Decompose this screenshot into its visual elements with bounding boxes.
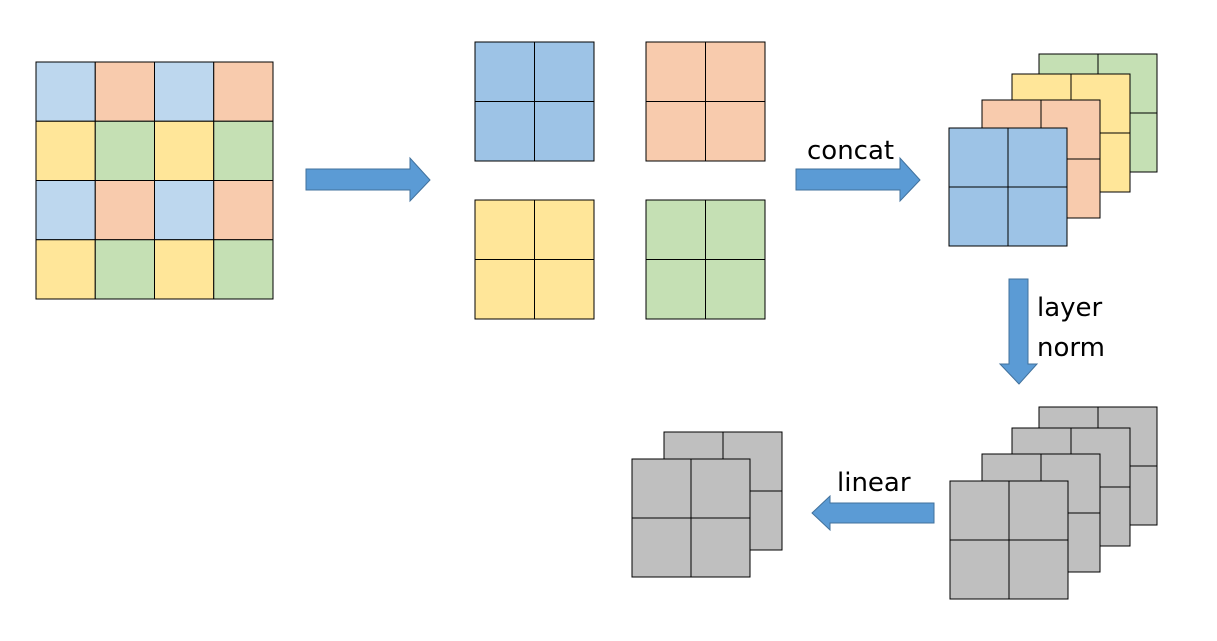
patch-orange-cell (645, 41, 706, 102)
split-patches (474, 41, 766, 320)
patch-yellow-cell (474, 259, 535, 320)
input-feature-grid (35, 61, 274, 300)
split-arrow (305, 156, 431, 203)
output-layer-cell (690, 458, 751, 519)
input-cell (94, 120, 155, 181)
output-layer (631, 458, 751, 578)
norm-layer-cell (1008, 480, 1069, 541)
input-cell (154, 61, 215, 122)
patch-green-cell (705, 259, 766, 320)
patch-green-cell (645, 199, 706, 260)
concat-label: concat (807, 136, 894, 166)
stack-layer-blue_dark-cell (1007, 127, 1068, 188)
output-stack (631, 431, 783, 578)
input-cell (154, 120, 215, 181)
input-cell (213, 61, 274, 122)
concat-arrow (795, 156, 921, 203)
patch-orange-cell (705, 101, 766, 162)
input-cell (154, 239, 215, 300)
stack-layer-blue_dark-cell (948, 186, 1009, 247)
norm-layer (949, 480, 1069, 600)
input-cell (213, 180, 274, 241)
layer-norm-label-line2: norm (1037, 333, 1105, 363)
patch-orange-cell (645, 101, 706, 162)
input-cell (94, 239, 155, 300)
input-cell (154, 180, 215, 241)
output-layer-cell (631, 517, 692, 578)
patch-green-cell (645, 259, 706, 320)
input-cell (35, 61, 96, 122)
concatenated-stack (948, 53, 1158, 247)
output-layer-cell (631, 458, 692, 519)
patch-blue_dark-cell (534, 101, 595, 162)
input-cell (94, 180, 155, 241)
stack-layer-blue_dark-cell (948, 127, 1009, 188)
stack-layer-blue_dark (948, 127, 1068, 247)
layer-norm-label-line1: layer (1037, 293, 1103, 323)
input-cell (35, 239, 96, 300)
stack-layer-blue_dark-cell (1007, 186, 1068, 247)
patch-yellow-cell (534, 259, 595, 320)
input-cell (213, 120, 274, 181)
patch-yellow-cell (474, 199, 535, 260)
patch-yellow-cell (534, 199, 595, 260)
patch-green-cell (705, 199, 766, 260)
output-layer-cell (690, 517, 751, 578)
input-cell (35, 120, 96, 181)
linear-label: linear (837, 468, 911, 498)
patch-blue_dark-cell (534, 41, 595, 102)
norm-layer-cell (1008, 539, 1069, 600)
patch-yellow (474, 199, 595, 320)
patch-blue_dark-cell (474, 101, 535, 162)
norm-layer-cell (949, 480, 1010, 541)
normalized-stack (949, 406, 1158, 600)
input-cell (35, 180, 96, 241)
norm-layer-cell (949, 539, 1010, 600)
patch-blue_dark (474, 41, 595, 162)
patch-orange (645, 41, 766, 162)
input-cell (213, 239, 274, 300)
linear-arrow (811, 494, 935, 532)
patch-blue_dark-cell (474, 41, 535, 102)
patch-orange-cell (705, 41, 766, 102)
patch-green (645, 199, 766, 320)
layer-norm-arrow (998, 278, 1039, 385)
input-cell (94, 61, 155, 122)
